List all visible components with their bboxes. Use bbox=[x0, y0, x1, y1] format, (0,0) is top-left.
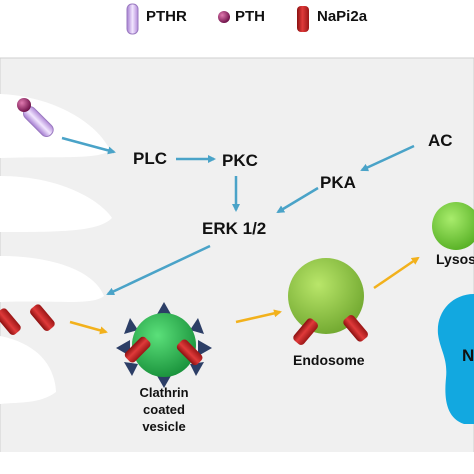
clathrin-label-line-3: vesicle bbox=[142, 419, 186, 434]
napi2a-legend-icon bbox=[297, 6, 309, 32]
cell-body bbox=[0, 57, 474, 474]
arrow-napi-to-vesicle bbox=[69, 320, 108, 335]
nucleus-label: N bbox=[462, 346, 474, 365]
napi2a-vesicle-icon-1 bbox=[124, 336, 151, 363]
legend-pth-label: PTH bbox=[235, 8, 265, 25]
napi2a-membrane-icon-2 bbox=[30, 304, 55, 331]
lysosome-label: Lysos bbox=[436, 251, 474, 267]
node-ac: AC bbox=[428, 131, 453, 150]
napi2a-endosome-icon-1 bbox=[293, 318, 318, 345]
extracellular-bottom bbox=[0, 452, 474, 474]
endosome-icon bbox=[288, 258, 364, 334]
pth-ligand-icon bbox=[17, 98, 31, 112]
clathrin-vesicle-label: Clathrin coated vesicle bbox=[130, 384, 198, 435]
pthr-legend-icon bbox=[126, 3, 139, 35]
endosome-label: Endosome bbox=[293, 352, 365, 368]
legend-pthr-label: PTHR bbox=[146, 8, 187, 25]
lysosome-icon bbox=[432, 202, 474, 250]
napi2a-vesicle-icon-2 bbox=[176, 339, 203, 366]
microvilli-gap-3 bbox=[0, 256, 104, 302]
legend-napi2a-label: NaPi2a bbox=[317, 8, 368, 25]
arrow-erk-to-napi bbox=[106, 244, 211, 296]
microvilli-gap-4 bbox=[0, 336, 56, 404]
node-pka: PKA bbox=[320, 173, 356, 192]
node-plc: PLC bbox=[133, 149, 167, 168]
arrow-ac-to-pka bbox=[360, 144, 415, 172]
napi2a-endosome-icon-2 bbox=[343, 315, 368, 342]
arrow-pthr-to-plc bbox=[61, 136, 116, 155]
microvilli-gap-2 bbox=[0, 176, 112, 232]
arrow-pka-to-erk bbox=[276, 186, 319, 214]
pth-legend-icon bbox=[218, 11, 230, 23]
node-pkc: PKC bbox=[222, 151, 258, 170]
napi2a-membrane-icon-1 bbox=[0, 308, 21, 335]
clathrin-label-line-2: coated bbox=[143, 402, 185, 417]
nucleus-icon bbox=[437, 294, 474, 424]
node-erk: ERK 1/2 bbox=[202, 219, 267, 238]
clathrin-label-line-1: Clathrin bbox=[139, 385, 189, 400]
arrow-vesicle-to-endosome bbox=[235, 309, 282, 324]
clathrin-vesicle-icon bbox=[132, 313, 196, 377]
arrow-endosome-to-lysosome bbox=[373, 256, 420, 290]
